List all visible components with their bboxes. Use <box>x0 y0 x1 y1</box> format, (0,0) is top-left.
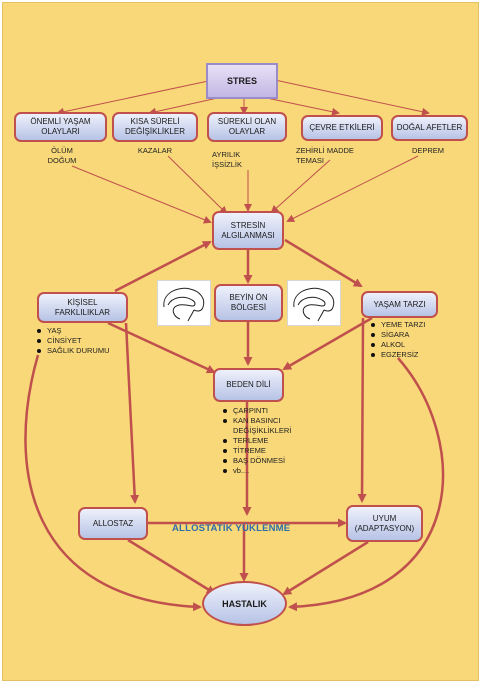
connector-adaptation-disease <box>282 540 369 596</box>
cause-label-natural-disasters: DOĞAL AFETLER <box>396 123 463 132</box>
lifestyle-label: YAŞAM TARZI <box>373 299 426 309</box>
connector-stres-cause-4 <box>261 96 340 116</box>
brain-outline-right-icon <box>293 287 335 322</box>
disease-oval: HASTALIK <box>202 581 287 626</box>
list-item: BAŞ DÖNMESİ <box>222 456 322 466</box>
cause-box-natural-disasters: DOĞAL AFETLER <box>391 115 468 141</box>
connector-individual-perception <box>114 240 212 293</box>
cause-example-natural-disasters: DEPREM <box>411 146 445 155</box>
disease-label: HASTALIK <box>222 598 267 609</box>
connector-cause5-perception <box>286 155 419 222</box>
lifestyle-box: YAŞAM TARZI <box>361 291 438 318</box>
brain-image-left <box>157 280 211 326</box>
list-item: vb.... <box>222 466 322 476</box>
connector-lifestyle-body <box>282 316 373 371</box>
allostatic-load-label: ALLOSTATİK YÜKLENME <box>172 523 291 534</box>
connector-stres-cause-2 <box>148 96 223 116</box>
allostasis-box: ALLOSTAZ <box>78 507 148 540</box>
connector-cause2-perception <box>167 155 228 215</box>
list-item: CİNSİYET <box>36 336 126 346</box>
list-item: YEME TARZI <box>370 320 450 330</box>
cause-box-environmental-effects: ÇEVRE ETKİLERİ <box>301 115 383 141</box>
list-item: TERLEME <box>222 436 322 446</box>
connector-lifestyle-adaptation <box>357 317 367 503</box>
brain-outline-left-icon <box>163 287 205 322</box>
connector-perception-lifestyle <box>284 238 363 288</box>
list-item: EGZERSİZ <box>370 350 450 360</box>
cause-example-short-term-changes: KAZALAR <box>137 146 173 155</box>
lifestyle-list: YEME TARZI SİGARA ALKOL EGZERSİZ <box>370 320 450 360</box>
stress-box: STRES <box>206 63 278 99</box>
list-item: DEĞİŞİKLİKLERİ <box>222 426 322 436</box>
connector-cause4-perception <box>270 159 331 214</box>
connector-individual-allostasis <box>124 322 140 504</box>
allostasis-label: ALLOSTAZ <box>92 518 134 528</box>
list-item: KAN BASINCI <box>222 416 322 426</box>
connector-cause1-perception <box>71 165 212 224</box>
connector-left-curve-disease <box>24 354 202 612</box>
cause-label-environmental-effects: ÇEVRE ETKİLERİ <box>309 123 375 132</box>
connector-allostasis-disease <box>127 538 216 595</box>
brain-image-right <box>287 280 341 326</box>
connector-right-curve-disease <box>288 357 445 612</box>
stress-title: STRES <box>226 76 257 86</box>
adaptation-label: UYUM(ADAPTASYON) <box>354 513 415 533</box>
list-item: TİTREME <box>222 446 322 456</box>
body-language-box: BEDEN DİLİ <box>213 368 284 402</box>
list-item: SAĞLIK DURUMU <box>36 346 126 356</box>
list-item: SİGARA <box>370 330 450 340</box>
connector-stres-cause-1 <box>56 79 214 116</box>
body-language-label: BEDEN DİLİ <box>226 380 271 389</box>
list-item: ÇARPINTI <box>222 406 322 416</box>
list-item: ALKOL <box>370 340 450 350</box>
adaptation-box: UYUM(ADAPTASYON) <box>346 505 423 542</box>
body-language-list: ÇARPINTI KAN BASINCI DEĞİŞİKLİKLERİ TERL… <box>222 406 322 476</box>
list-item: YAŞ <box>36 326 126 336</box>
list-item-continuation: DEĞİŞİKLİKLERİ <box>233 426 292 435</box>
individual-differences-list: YAŞ CİNSİYET SAĞLIK DURUMU <box>36 326 126 356</box>
connector-stres-cause-5 <box>274 79 430 116</box>
